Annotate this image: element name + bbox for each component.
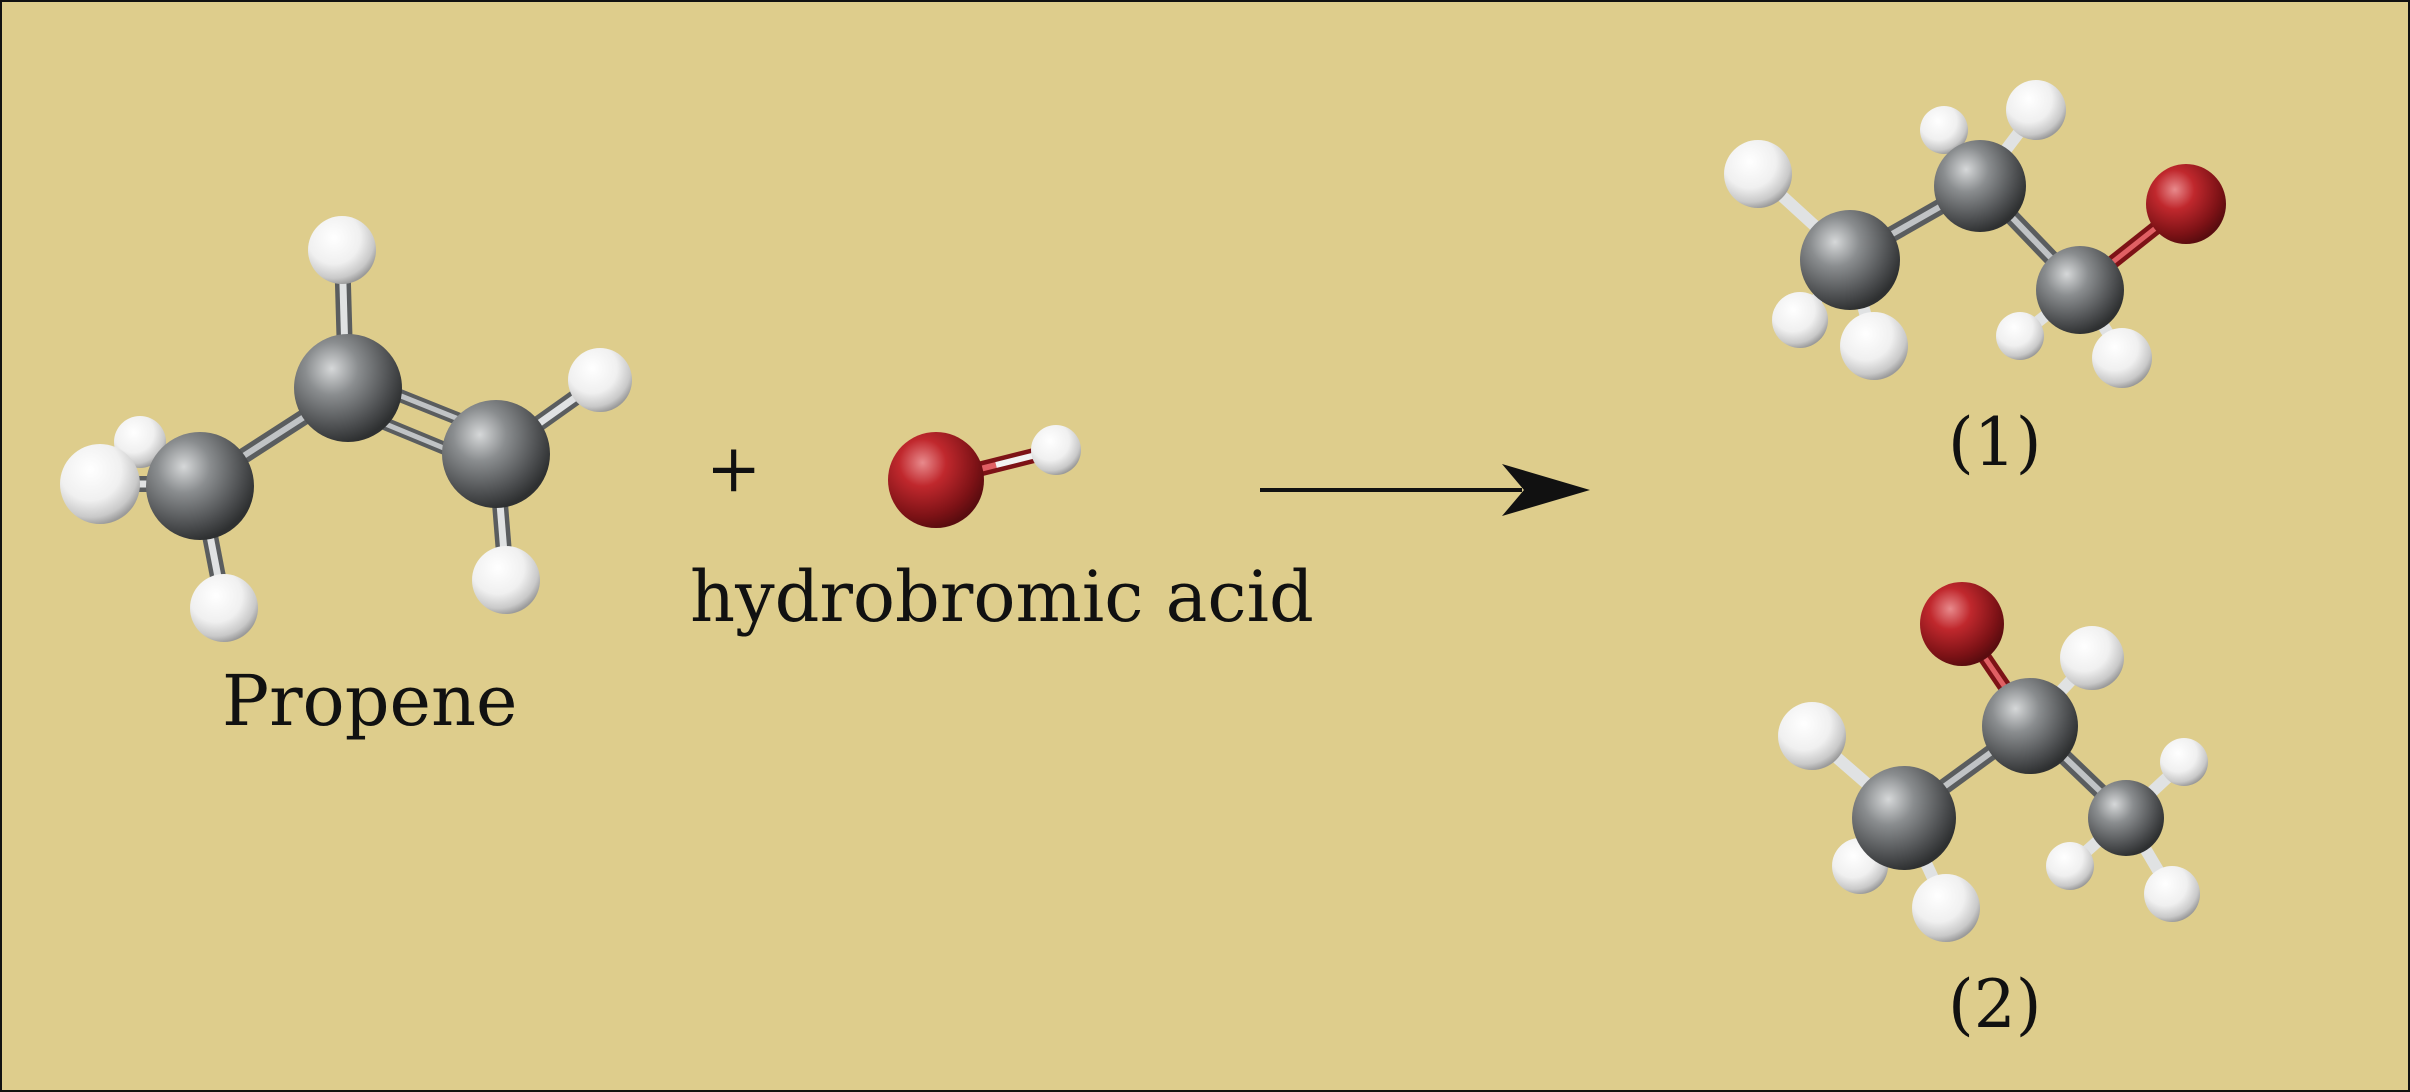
- hydrogen-atom: [568, 348, 632, 412]
- plus-sign: +: [706, 430, 762, 507]
- hydrobromic-acid-label: hydrobromic acid: [690, 556, 1314, 638]
- reaction-arrow: [1260, 464, 1590, 516]
- carbon-atom: [2036, 246, 2124, 334]
- hydrogen-atom: [308, 216, 376, 284]
- product-2-molecule: [1778, 582, 2208, 942]
- hydrogen-atom: [190, 574, 258, 642]
- hydrogen-atom: [1996, 312, 2044, 360]
- hydrogen-atom: [2160, 738, 2208, 786]
- carbon-atom: [1982, 678, 2078, 774]
- hydrogen-atom: [1840, 312, 1908, 380]
- product-2-label: (2): [1948, 966, 2042, 1043]
- product-1-molecule: [1724, 80, 2226, 388]
- hydrogen-atom: [2046, 842, 2094, 890]
- product-1-label: (1): [1948, 404, 2042, 481]
- hydrogen-atom: [1772, 292, 1828, 348]
- carbon-atom: [1934, 140, 2026, 232]
- hydrogen-atom: [2144, 866, 2200, 922]
- hydrogen-atom: [472, 546, 540, 614]
- hydrogen-atom: [2092, 328, 2152, 388]
- hydrogen-atom: [1778, 702, 1846, 770]
- bromine-atom: [1920, 582, 2004, 666]
- propene-label: Propene: [222, 660, 518, 742]
- propene-molecule: [60, 216, 632, 642]
- carbon-atom: [442, 400, 550, 508]
- hydrobromic-acid-molecule: [888, 425, 1081, 528]
- carbon-atom: [1852, 766, 1956, 870]
- carbon-atom: [1800, 210, 1900, 310]
- hydrogen-atom: [1031, 425, 1081, 475]
- bromine-atom: [2146, 164, 2226, 244]
- bromine-atom: [888, 432, 984, 528]
- hydrogen-atom: [1724, 140, 1792, 208]
- arrow-head: [1502, 464, 1590, 516]
- carbon-atom: [2088, 780, 2164, 856]
- carbon-atom: [146, 432, 254, 540]
- hydrogen-atom: [1920, 106, 1968, 154]
- hydrogen-atom: [1912, 874, 1980, 942]
- hydrogen-atom: [2006, 80, 2066, 140]
- carbon-atom: [294, 334, 402, 442]
- hydrogen-atom: [2060, 626, 2124, 690]
- hydrogen-atom: [60, 444, 140, 524]
